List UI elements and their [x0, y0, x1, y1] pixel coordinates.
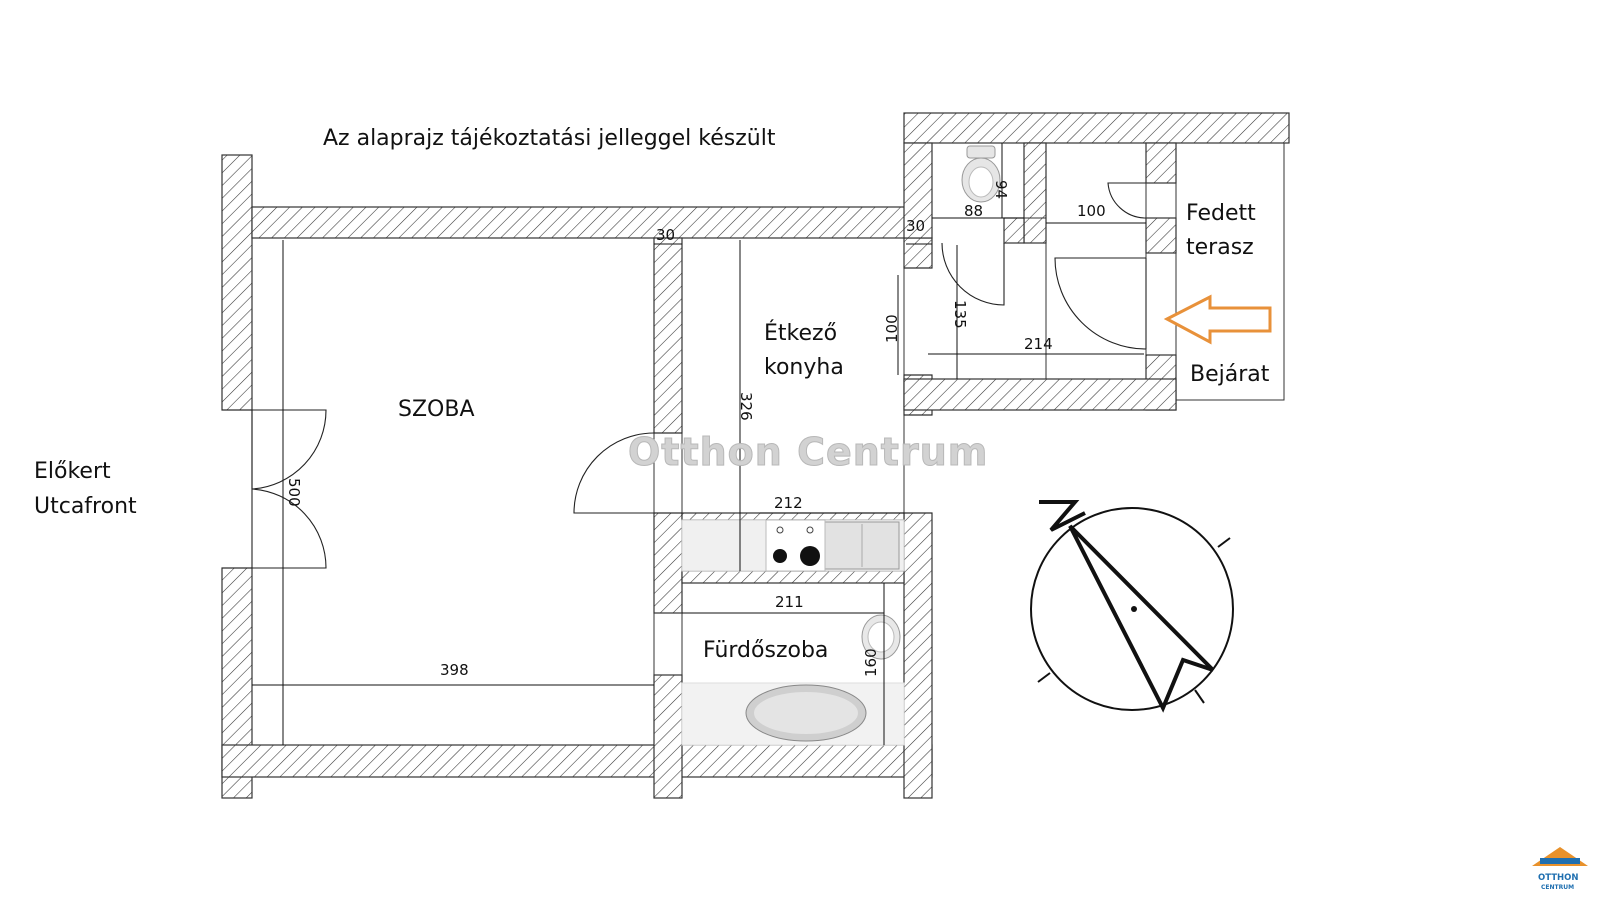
dim-94: 94: [992, 180, 1010, 199]
label-utcafront: Utcafront: [34, 494, 137, 519]
dim-100-side: 100: [883, 314, 901, 343]
north-arrow-icon: [1068, 524, 1215, 713]
dim-326: 326: [737, 392, 755, 421]
dim-30-left: 30: [656, 226, 675, 244]
label-elokert: Előkert: [34, 459, 111, 484]
dim-398: 398: [440, 661, 469, 679]
label-terasz: terasz: [1186, 235, 1254, 260]
logo-line2: CENTRUM: [1541, 884, 1574, 891]
room-label-furdo: Fürdőszoba: [703, 638, 828, 663]
watermark: Otthon Centrum: [628, 430, 988, 474]
dim-100-top: 100: [1077, 202, 1106, 220]
dim-135: 135: [951, 300, 969, 329]
room-label-szoba: SZOBA: [398, 397, 475, 422]
logo-line1: OTTHON: [1538, 873, 1578, 883]
dim-30-right: 30: [906, 217, 925, 235]
dim-88: 88: [964, 202, 983, 220]
disclaimer-note: Az alaprajz tájékoztatási jelleggel kész…: [323, 126, 776, 151]
label-fedett: Fedett: [1186, 201, 1256, 226]
dim-212: 212: [774, 494, 803, 512]
dim-500: 500: [285, 478, 303, 507]
north-letter-icon: [1039, 500, 1086, 532]
walls: [221, 112, 1290, 799]
doors: [222, 182, 1147, 569]
dim-214: 214: [1024, 335, 1053, 353]
toilet: [961, 145, 1001, 203]
kitchen-door: [573, 432, 682, 514]
front-door: [222, 409, 327, 569]
room-label-etkezo: Étkező: [764, 320, 837, 346]
stove: [765, 519, 826, 572]
dim-160: 160: [862, 648, 880, 677]
otthon-centrum-logo: OTTHON CENTRUM: [1532, 847, 1588, 891]
dim-211: 211: [775, 593, 804, 611]
label-bejarat: Bejárat: [1190, 362, 1270, 387]
compass: [1030, 500, 1234, 713]
entrance-arrow: [1163, 294, 1272, 345]
dimension-lines: [252, 143, 1146, 745]
fixtures: [681, 145, 1001, 746]
room-label-konyha: konyha: [764, 355, 844, 380]
